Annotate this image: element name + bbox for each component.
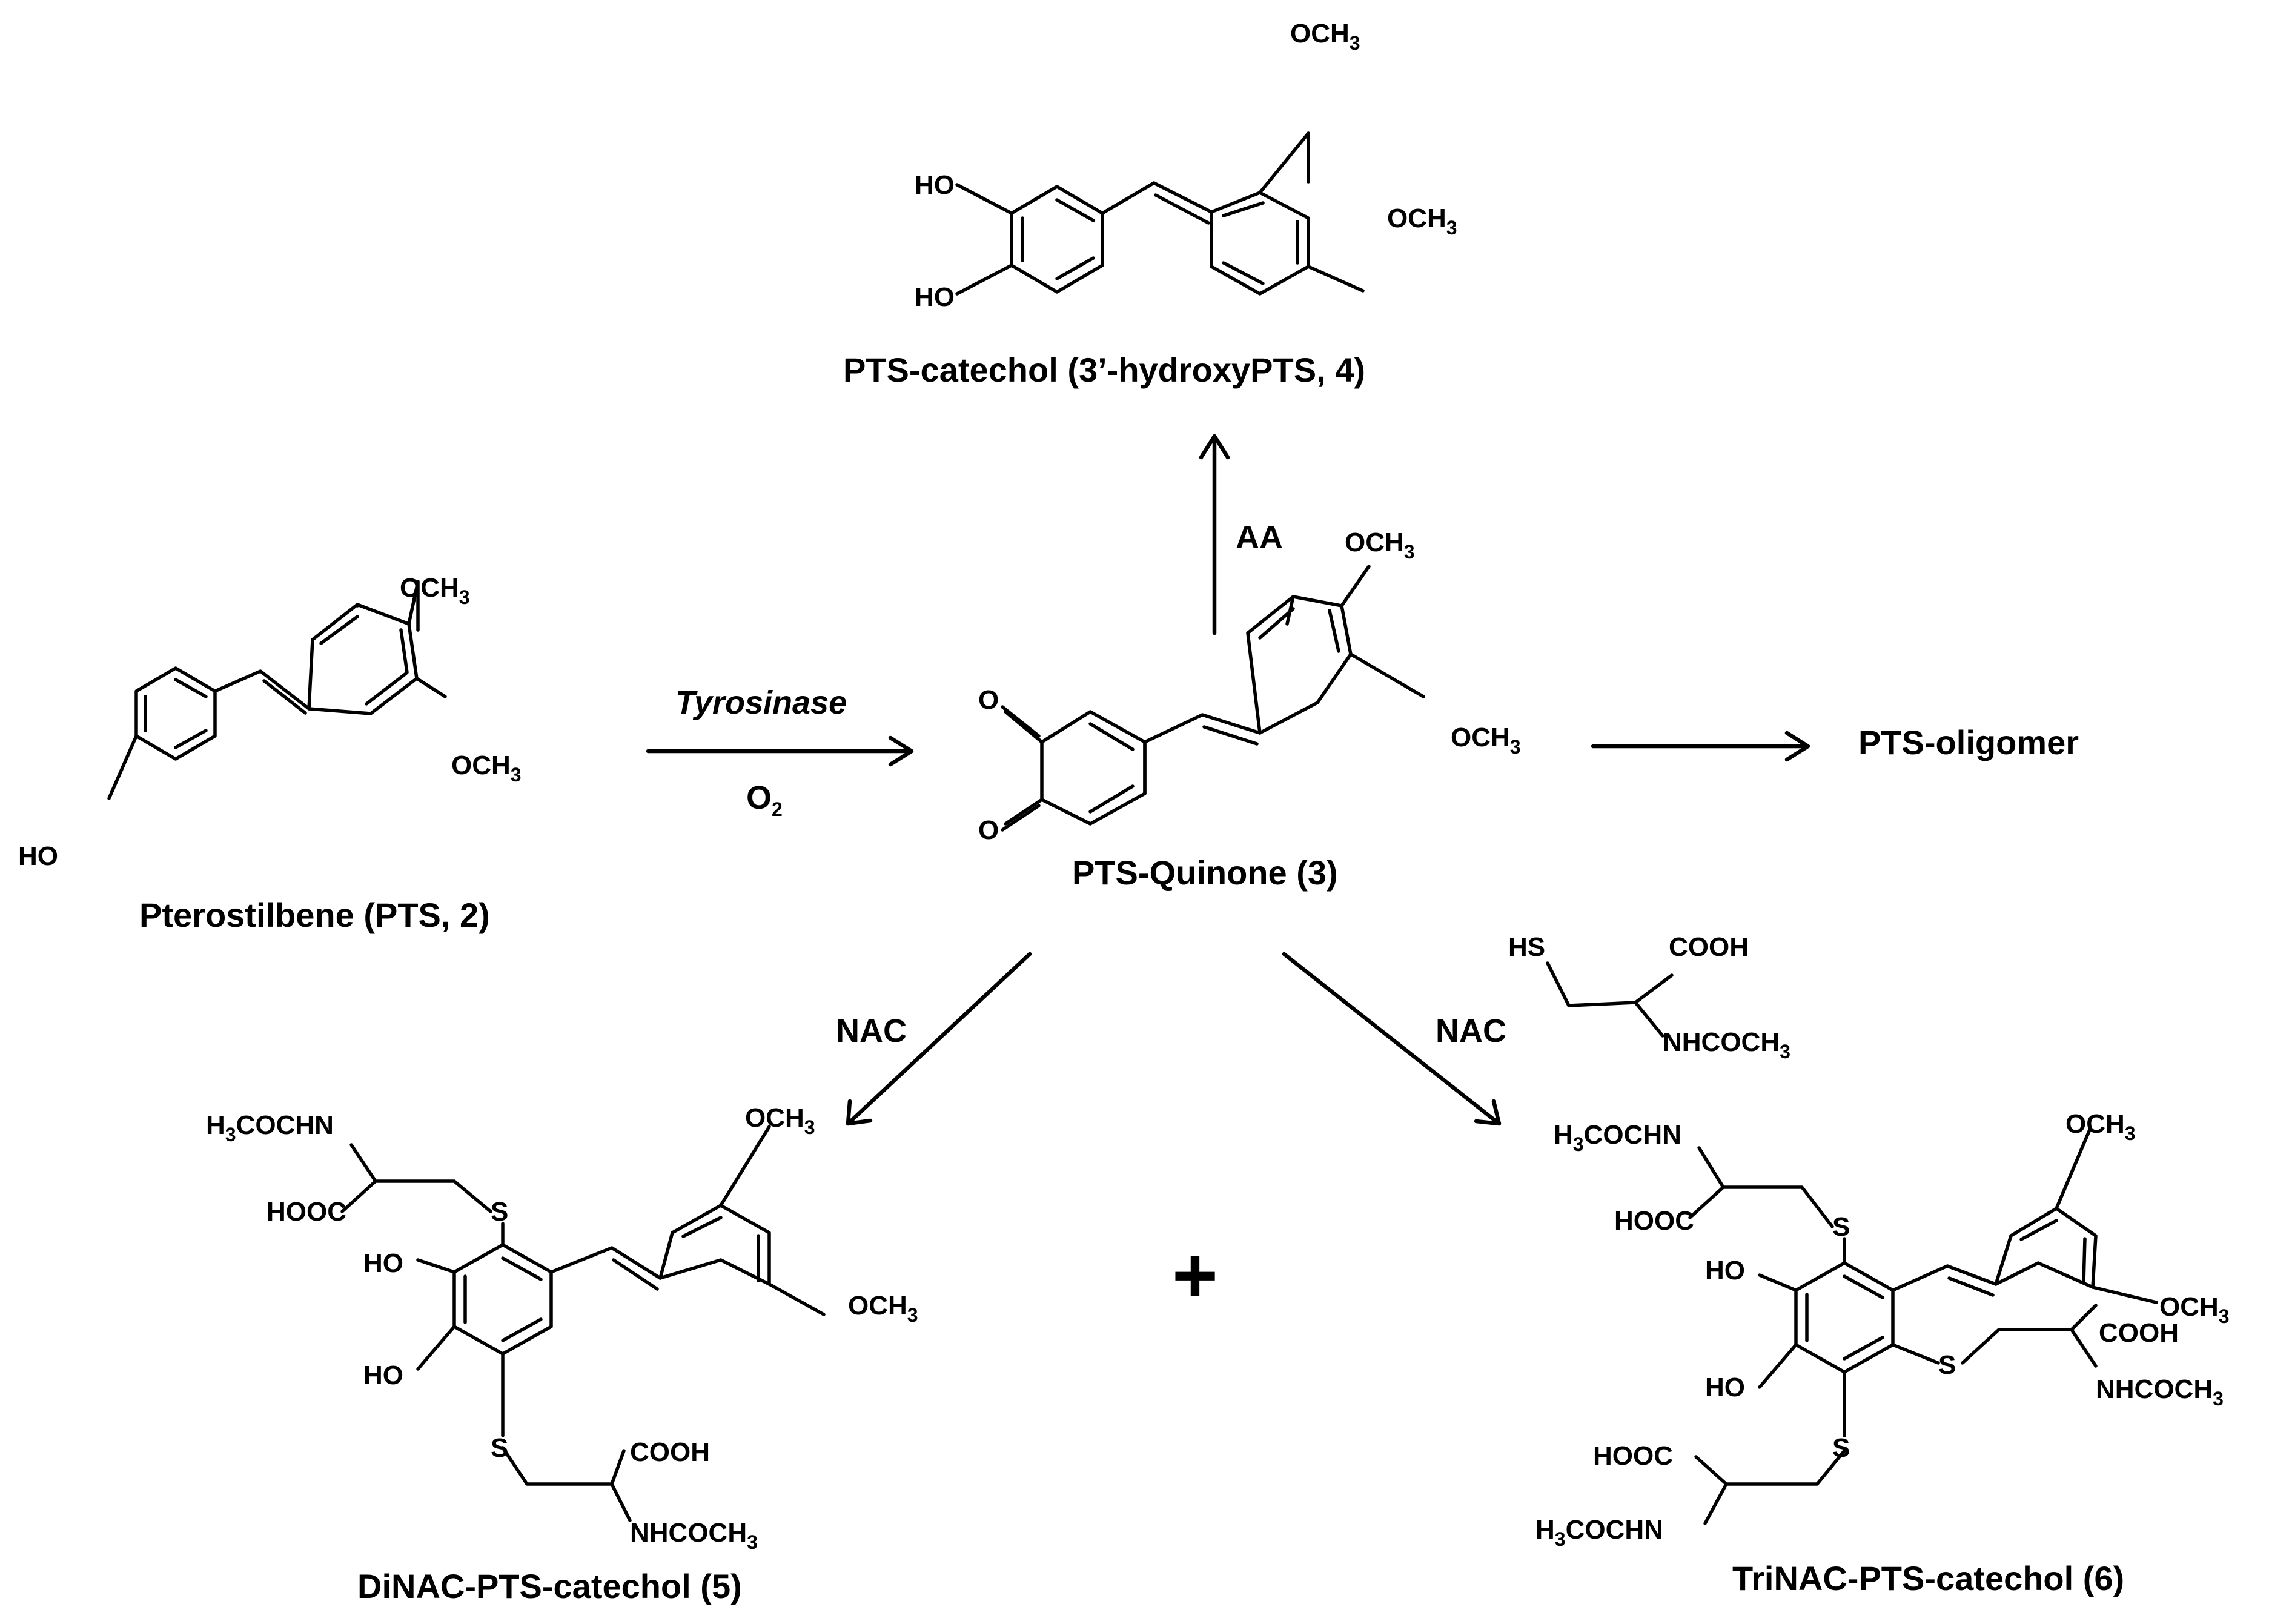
plus-sign: + [1172, 1231, 1218, 1319]
dinac-s2-label: S [491, 1433, 508, 1463]
pts-oh-label: HO [18, 841, 58, 871]
oligomer-name: PTS-oligomer [1858, 723, 2079, 761]
quinone-name: PTS-Quinone (3) [1072, 853, 1338, 892]
dinac-oh2-label: HO [363, 1361, 403, 1390]
arrow-aa [1199, 434, 1230, 635]
quinone-o2-label: O [978, 815, 999, 845]
dinac-cooh-label: COOH [630, 1437, 710, 1467]
trinac-hooc2-label: HOOC [1593, 1441, 1673, 1471]
nac-nh-label: NHCOCH3 [1663, 1027, 1790, 1062]
arrow-nac-right [1282, 952, 1502, 1126]
structure-dinac-catechol: H3COCHN HOOC S S HO HO OCH3 OCH3 COOH NH… [206, 1103, 918, 1605]
structure-nac-reagent: HS COOH NHCOCH3 [1508, 932, 1790, 1062]
catechol-oh1-label: HO [915, 170, 955, 200]
dinac-hooc-label: HOOC [267, 1197, 346, 1227]
reagent-o2: O2 [746, 780, 783, 820]
reagent-nac-right: NAC [1436, 1013, 1506, 1049]
quinone-ome-top-label: OCH3 [1345, 528, 1415, 563]
structure-pterostilbene: OCH3 OCH3 HO Pterostilbene (PTS, 2) [18, 573, 522, 934]
structure-trinac-catechol: H3COCHN HOOC S S S HO HO OCH3 OCH3 COOH … [1535, 1109, 2230, 1597]
arrow-oligomer [1591, 731, 1810, 762]
trinac-oh2-label: HO [1705, 1373, 1745, 1402]
trinac-ome-top-label: OCH3 [2065, 1109, 2136, 1144]
trinac-cooh-label: COOH [2099, 1318, 2179, 1348]
catechol-oh2-label: HO [915, 282, 955, 312]
trinac-hooc1-label: HOOC [1614, 1206, 1694, 1236]
reagent-aa: AA [1236, 519, 1283, 555]
nac-hs-label: HS [1508, 932, 1545, 962]
reagent-nac-left: NAC [836, 1013, 907, 1049]
trinac-oh1-label: HO [1705, 1256, 1745, 1285]
catechol-name: PTS-catechol (3’-hydroxyPTS, 4) [843, 351, 1365, 389]
dinac-oh1-label: HO [363, 1248, 403, 1278]
dinac-ome-top-label: OCH3 [745, 1103, 815, 1138]
trinac-s1-label: S [1832, 1212, 1850, 1242]
arrow-tyrosinase [646, 735, 914, 767]
pts-ome-side-label: OCH3 [451, 751, 522, 786]
dinac-ome-side-label: OCH3 [848, 1291, 918, 1326]
dinac-h3c-label: H3COCHN [206, 1110, 334, 1145]
trinac-s2-label: S [1938, 1350, 1956, 1380]
trinac-name: TriNAC-PTS-catechol (6) [1732, 1559, 2124, 1597]
pts-ome-top-label: OCH3 [400, 573, 470, 608]
catechol-ome-top-label: OCH3 [1290, 19, 1360, 54]
dinac-nh-label: NHCOCH3 [630, 1518, 758, 1553]
trinac-h3c2-label: H3COCHN [1535, 1515, 1663, 1550]
quinone-o1-label: O [978, 685, 999, 715]
dinac-s1-label: S [491, 1197, 508, 1227]
trinac-h3c1-label: H3COCHN [1554, 1120, 1681, 1155]
trinac-s3-label: S [1832, 1433, 1850, 1463]
arrow-nac-left [846, 952, 1032, 1126]
nac-cooh-label: COOH [1669, 932, 1749, 962]
quinone-ome-side-label: OCH3 [1451, 723, 1521, 758]
catechol-ome-side-label: OCH3 [1387, 204, 1457, 239]
structure-pts-catechol: HO HO OCH3 OCH3 PTS-catechol (3’-hydroxy… [843, 19, 1457, 389]
trinac-nh-label: NHCOCH3 [2096, 1374, 2224, 1410]
reaction-arrows [646, 434, 1810, 1126]
dinac-name: DiNAC-PTS-catechol (5) [357, 1567, 742, 1605]
pts-name: Pterostilbene (PTS, 2) [139, 896, 490, 934]
structure-pts-quinone: O O OCH3 OCH3 PTS-Quinone (3) [978, 528, 1521, 892]
reagent-tyrosinase: Tyrosinase [675, 684, 847, 721]
trinac-ome-side-label: OCH3 [2159, 1292, 2230, 1327]
